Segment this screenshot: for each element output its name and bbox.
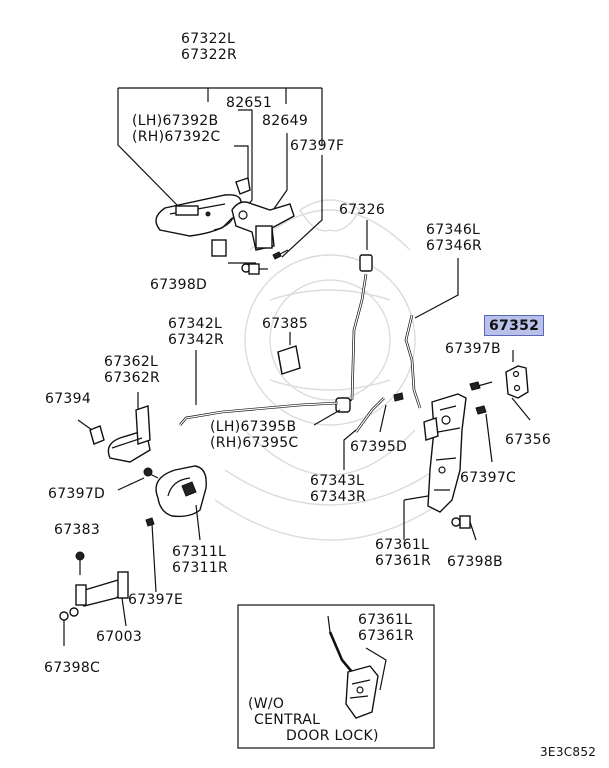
callout-67361-r: 67361R <box>375 553 432 569</box>
inside-handle-part <box>155 465 207 541</box>
inset-note-line-3: DOOR LOCK) <box>286 728 379 744</box>
inset-callout-67361-r: 67361R <box>358 628 415 644</box>
callout-67311: 67311L 67311R <box>172 544 228 576</box>
callout-67362: 67362L 67362R <box>104 354 160 386</box>
callout-67392: (LH)67392B (RH)67392C <box>132 113 221 145</box>
rod-67342-part <box>179 350 339 426</box>
callout-67394: 67394 <box>45 391 92 407</box>
handle-clip-part <box>235 177 251 195</box>
callout-67395-lh: (LH)67395B <box>210 419 297 435</box>
callout-67392-lh: (LH)67392B <box>132 113 219 129</box>
screw-67397C <box>475 405 493 463</box>
callout-67343: 67343L 67343R <box>310 473 366 505</box>
callout-67342-r: 67342R <box>168 332 225 348</box>
callout-67395-rh: (RH)67395C <box>210 435 299 451</box>
callout-67003: 67003 <box>96 629 143 645</box>
callout-67326: 67326 <box>339 202 386 218</box>
callout-67397E: 67397E <box>128 592 184 608</box>
callout-67346: 67346L 67346R <box>426 222 482 254</box>
screw-67397D <box>117 467 159 491</box>
grommet-67398D <box>241 263 268 275</box>
callout-67346-r: 67346R <box>426 238 483 254</box>
inset-callout-67361-l: 67361L <box>358 612 413 628</box>
callout-67343-r: 67343R <box>310 489 367 505</box>
callout-82649: 82649 <box>262 113 309 129</box>
callout-82651: 82651 <box>226 95 273 111</box>
handle-rod-bracket-part <box>211 201 295 257</box>
callout-67397C: 67397C <box>460 470 517 486</box>
callout-67361-l: 67361L <box>375 537 430 553</box>
rod-67326-part <box>339 220 373 404</box>
callout-67342: 67342L 67342R <box>168 316 224 348</box>
callout-67356: 67356 <box>505 432 552 448</box>
screw-67397E <box>145 517 157 593</box>
callout-67342-l: 67342L <box>168 316 223 332</box>
callout-67395D: 67395D <box>350 439 408 455</box>
callout-67398B: 67398B <box>447 554 503 570</box>
callout-67362-r: 67362R <box>104 370 161 386</box>
door-lock-part <box>403 393 467 540</box>
callout-67397F: 67397F <box>290 138 345 154</box>
rod-67346-part <box>404 258 459 409</box>
callout-67352-highlighted[interactable]: 67352 <box>484 315 545 336</box>
callout-67383: 67383 <box>54 522 101 538</box>
grommet-67398B <box>451 515 477 541</box>
screw-67397B <box>469 381 493 391</box>
outside-handle-part <box>155 194 242 237</box>
rod-67343-part <box>343 392 404 470</box>
callout-67398C: 67398C <box>44 660 101 676</box>
callout-67322-l: 67322L <box>181 31 236 47</box>
inset-note: (W/O CENTRAL DOOR LOCK) <box>248 696 379 744</box>
watermark-emblem <box>214 199 446 541</box>
inside-handle-bracket-part <box>77 392 151 463</box>
inset-box <box>237 604 435 749</box>
callout-67361: 67361L 67361R <box>375 537 431 569</box>
inset-note-line-1: (W/O <box>248 696 285 712</box>
screw-67397F <box>272 249 289 260</box>
inset-callout-67361: 67361L 67361R <box>358 612 414 644</box>
bracket-67352-part <box>505 350 531 421</box>
callout-67322-r: 67322R <box>181 47 238 63</box>
callout-67397D: 67397D <box>48 486 106 502</box>
callout-67322: 67322L 67322R <box>181 31 237 63</box>
callout-67397B: 67397B <box>445 341 501 357</box>
rod-clip-67395 <box>313 397 351 426</box>
pad-67385-part <box>277 332 301 375</box>
door-check-part <box>59 551 129 646</box>
callout-67398D: 67398D <box>150 277 208 293</box>
callout-67392-rh: (RH)67392C <box>132 129 221 145</box>
callout-67346-l: 67346L <box>426 222 481 238</box>
callout-67311-r: 67311R <box>172 560 229 576</box>
callout-67362-l: 67362L <box>104 354 159 370</box>
callout-67395: (LH)67395B (RH)67395C <box>210 419 299 451</box>
inset-note-line-2: CENTRAL <box>254 712 321 728</box>
figure-code: 3E3C852 <box>540 745 597 759</box>
callout-67311-l: 67311L <box>172 544 227 560</box>
callout-67343-l: 67343L <box>310 473 365 489</box>
callout-67385: 67385 <box>262 316 309 332</box>
